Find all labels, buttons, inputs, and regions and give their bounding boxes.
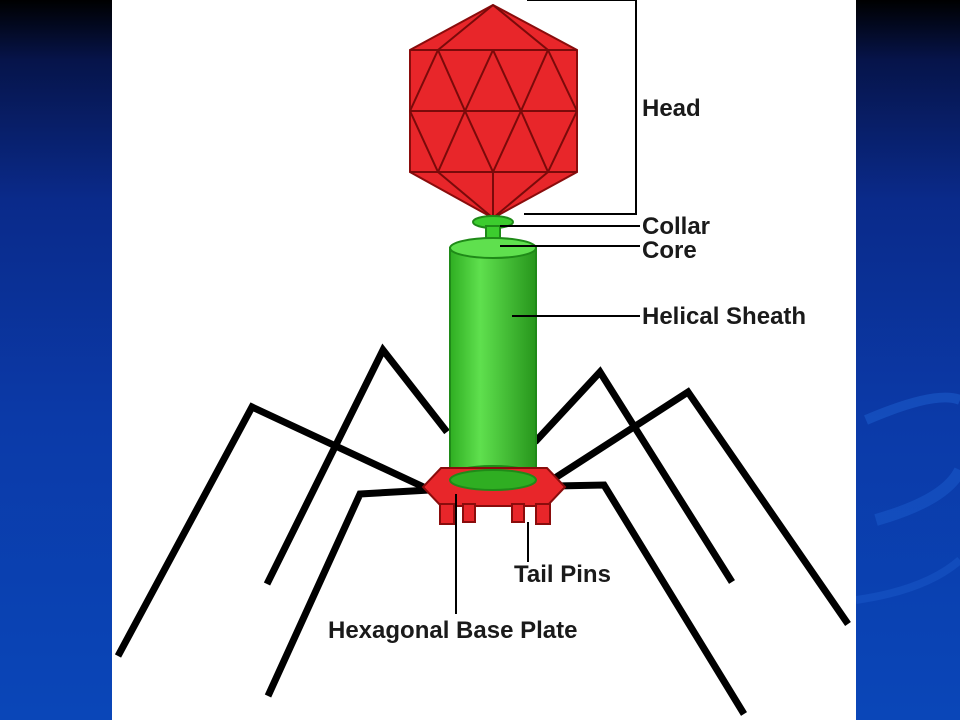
- tail-fiber-right-outer: [553, 387, 851, 626]
- label-head: Head: [642, 95, 701, 122]
- tail-fiber-left-outer: [114, 402, 432, 658]
- label-helical-sheath: Helical Sheath: [642, 303, 806, 330]
- tail-pin: [439, 503, 455, 525]
- head-bracket: [524, 0, 637, 215]
- tail-pin: [511, 503, 525, 523]
- background-swoosh: [856, 392, 960, 604]
- capsid-head: [409, 3, 578, 220]
- label-collar: Collar: [642, 213, 710, 240]
- tail-fiber-right-back: [532, 366, 735, 584]
- label-tail-pins: Tail Pins: [514, 561, 611, 588]
- tail-pin: [462, 503, 476, 523]
- tail-pin: [535, 503, 551, 525]
- tail-fiber-left-front: [264, 486, 431, 698]
- tail-fibers: [114, 343, 851, 716]
- tail-fiber-right-front: [554, 481, 747, 716]
- helical-sheath-shape: [449, 237, 537, 487]
- base-plate-shape: [421, 467, 567, 525]
- label-core: Core: [642, 237, 697, 264]
- leader-lines: [455, 0, 640, 614]
- tail-fiber-left-back: [263, 343, 450, 586]
- label-base-plate: Hexagonal Base Plate: [328, 617, 577, 644]
